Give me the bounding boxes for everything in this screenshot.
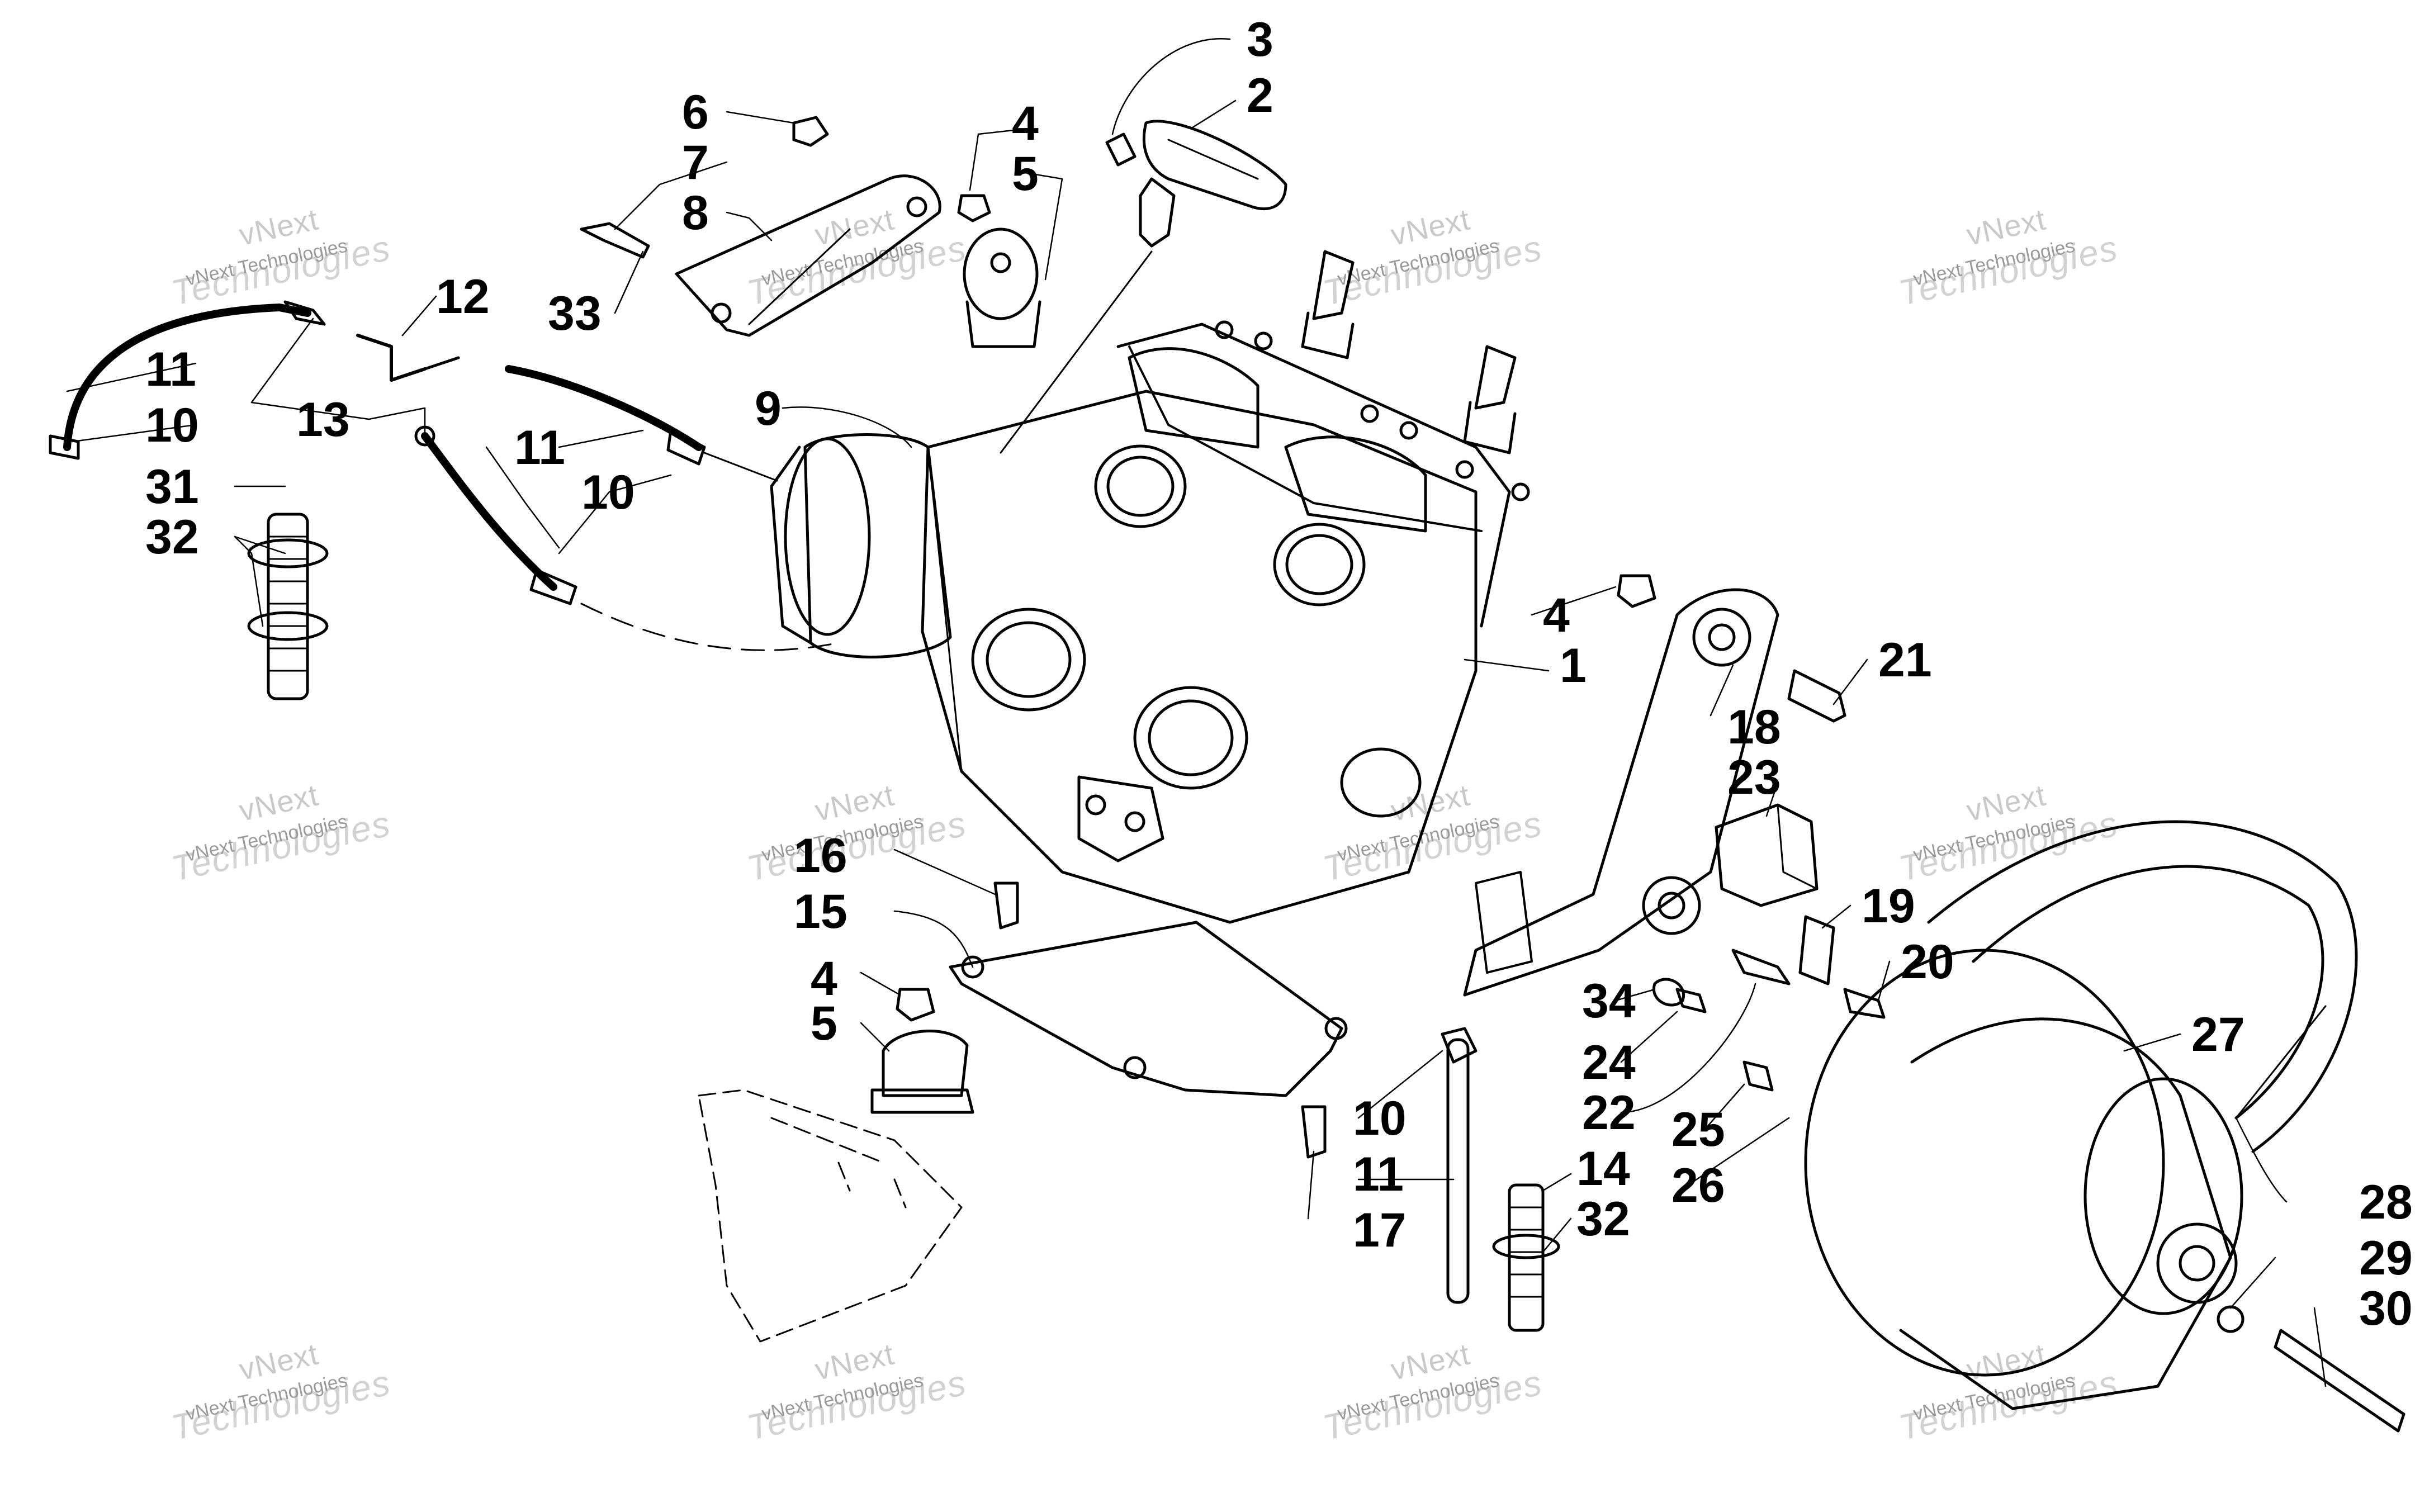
callout-10-center: 10 (1353, 1092, 1407, 1145)
callout-11-mid: 11 (514, 421, 565, 475)
impulse-hose-left (247, 513, 329, 700)
clip-19 (1798, 915, 1835, 985)
callout-5-upper: 5 (1012, 147, 1039, 201)
callout-23: 23 (1727, 751, 1781, 804)
callout-34: 34 (1582, 974, 1636, 1028)
callout-17: 17 (1353, 1203, 1407, 1257)
nut-4-upper (957, 194, 991, 222)
callout-33: 33 (548, 287, 602, 340)
callout-10-left: 10 (145, 399, 199, 452)
callout-27: 27 (2191, 1008, 2245, 1061)
bolt-6 (792, 116, 829, 147)
callout-4-upper: 4 (1012, 97, 1039, 150)
callout-2: 2 (1247, 69, 1273, 122)
callout-1: 1 (1560, 639, 1587, 693)
rear-mount-bracket (1463, 588, 1779, 997)
callout-13: 13 (296, 393, 350, 447)
callout-29: 29 (2359, 1231, 2413, 1285)
lower-mount-bracket (949, 921, 1348, 1097)
callout-21: 21 (1878, 633, 1932, 687)
impulse-hose-center (1441, 1027, 1478, 1304)
callout-15: 15 (794, 885, 847, 939)
callout-28: 28 (2359, 1176, 2413, 1229)
nut-4-lower (896, 988, 935, 1022)
callout-18: 18 (1727, 700, 1781, 754)
bolt-16 (993, 881, 1019, 930)
engine-mount-lower (870, 1030, 974, 1114)
callout-26: 26 (1671, 1159, 1725, 1212)
callout-8: 8 (682, 186, 709, 240)
callout-32-right: 32 (1576, 1192, 1630, 1246)
bolt-25 (1742, 1060, 1774, 1092)
callout-24: 24 (1582, 1036, 1636, 1089)
washer-29 (2217, 1305, 2244, 1333)
callout-25: 25 (1671, 1103, 1725, 1156)
impulse-hose-right (1492, 1183, 1560, 1332)
leader-lines (66, 37, 2327, 1387)
bolt-20 (1843, 988, 1886, 1019)
callout-14: 14 (1576, 1142, 1630, 1196)
bolt-30 (2274, 1329, 2405, 1433)
front-mount-bracket (675, 174, 941, 337)
recoil-starter (770, 433, 952, 658)
regulator (1715, 803, 1819, 907)
callout-4-lower: 4 (811, 952, 837, 1006)
callout-30: 30 (2359, 1282, 2413, 1335)
bolt-22 (1731, 949, 1791, 985)
callout-16: 16 (794, 829, 847, 883)
washer-34 (1652, 978, 1685, 1007)
callout-7: 7 (682, 136, 709, 189)
callout-6: 6 (682, 86, 709, 139)
callout-31: 31 (145, 460, 199, 514)
starter-handle (1000, 120, 1287, 454)
bolt-7 (580, 222, 650, 259)
callout-10-mid: 10 (581, 466, 635, 519)
callout-5-lower: 5 (811, 997, 837, 1050)
bolt-17 (1301, 1105, 1327, 1159)
bolt-21 (1787, 669, 1846, 723)
callout-9: 9 (755, 382, 782, 435)
callout-labels: 1 2 3 4 4 4 5 5 6 7 8 9 10 10 10 11 11 1… (145, 13, 2413, 1335)
nut-4-right (1617, 574, 1656, 608)
chassis-outline (698, 1089, 963, 1343)
callout-32-left: 32 (145, 510, 199, 564)
callout-11-left: 11 (145, 343, 196, 396)
callout-4-right: 4 (1543, 589, 1570, 642)
callout-22: 22 (1582, 1086, 1636, 1140)
callout-20: 20 (1901, 935, 1954, 989)
callout-11-center: 11 (1353, 1148, 1404, 1201)
drive-clutch (1804, 820, 2358, 1410)
callout-12: 12 (436, 270, 490, 324)
callout-19: 19 (1862, 879, 1915, 933)
engine-block (921, 250, 1530, 924)
callout-3: 3 (1247, 13, 1273, 67)
engine-mount-upper (963, 227, 1041, 348)
